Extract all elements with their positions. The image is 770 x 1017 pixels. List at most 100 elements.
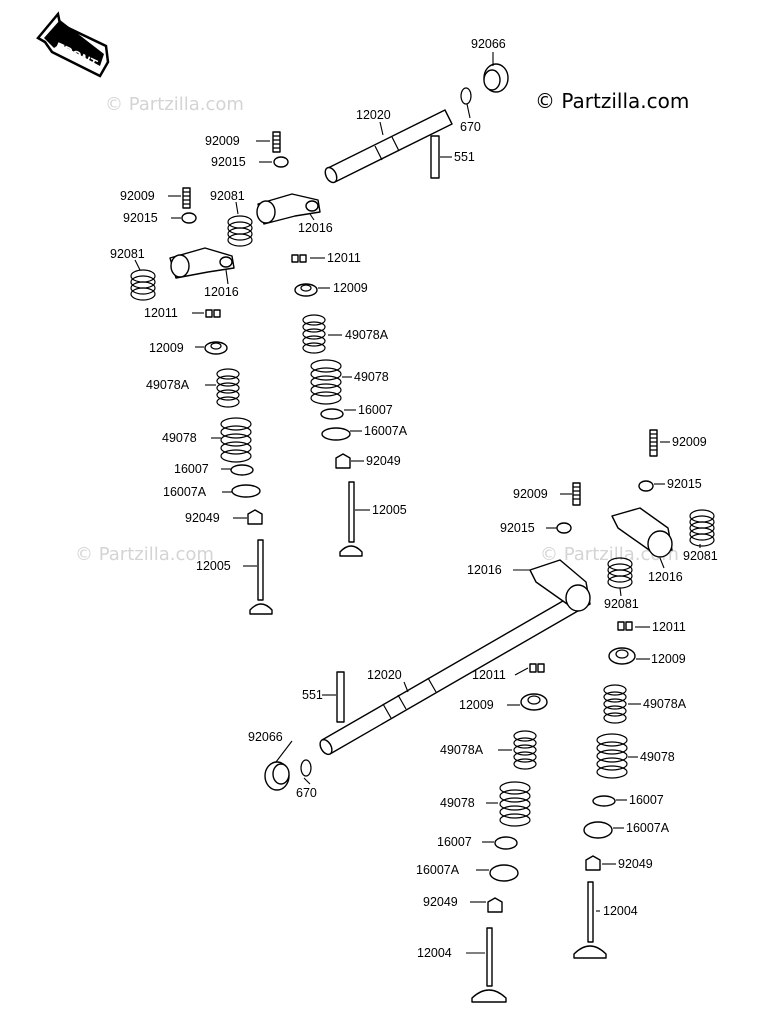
callout-12009: 12009 — [651, 652, 686, 666]
spring-seat-16007A-c — [583, 821, 613, 839]
callout-12005: 12005 — [196, 559, 231, 573]
o-ring-670-lower — [300, 759, 312, 777]
callout-551: 551 — [454, 150, 475, 164]
nut-92015-b — [181, 212, 197, 224]
watermark-text: © Partzilla.com — [540, 544, 679, 565]
callout-16007A: 16007A — [163, 485, 207, 499]
callout-12009: 12009 — [149, 341, 184, 355]
nut-92015-d — [556, 522, 572, 534]
callout-49078A: 49078A — [643, 697, 687, 711]
callout-16007: 16007 — [437, 835, 472, 849]
cotter-key-12011-d — [529, 663, 545, 673]
spring-seat-16007A-b — [231, 484, 261, 498]
callout-16007: 16007 — [629, 793, 664, 807]
spring-seat-16007-c — [592, 795, 616, 807]
callout-12020: 12020 — [356, 108, 391, 122]
spring-seat-16007A-d — [489, 864, 519, 882]
retainer-12009-a — [294, 283, 318, 297]
callout-92049: 92049 — [185, 511, 220, 525]
outer-spring-49078-b — [220, 417, 252, 463]
nut-92015-c — [638, 480, 654, 492]
rocker-arm-12016-a — [256, 193, 321, 225]
callout-49078: 49078 — [354, 370, 389, 384]
callout-12016: 12016 — [467, 563, 502, 577]
spring-seat-16007-a — [320, 408, 344, 420]
callout-12016: 12016 — [204, 285, 239, 299]
callout-92049: 92049 — [423, 895, 458, 909]
o-ring-670-upper — [460, 87, 472, 105]
callout-labels: 92066 670 12020 551 92009 92015 92009 92… — [110, 37, 718, 960]
inner-spring-49078A-d — [513, 730, 537, 770]
rocker-shaft-lower — [319, 589, 591, 756]
copyright-text: © Partzilla.com — [535, 89, 689, 113]
spring-92081-b — [130, 269, 156, 301]
callout-12020: 12020 — [367, 668, 402, 682]
valve-12005-a — [339, 481, 363, 557]
rocker-shaft-upper — [324, 109, 453, 184]
callout-92015: 92015 — [500, 521, 535, 535]
inner-spring-49078A-c — [603, 684, 627, 724]
callout-92081: 92081 — [110, 247, 145, 261]
spring-seat-16007-d — [494, 836, 518, 850]
callout-49078A: 49078A — [146, 378, 190, 392]
callout-49078: 49078 — [640, 750, 675, 764]
callout-16007: 16007 — [358, 403, 393, 417]
adjusting-screw-92009-a — [272, 131, 281, 153]
callout-49078A: 49078A — [440, 743, 484, 757]
callout-92015: 92015 — [667, 477, 702, 491]
callout-92049: 92049 — [618, 857, 653, 871]
callout-92015: 92015 — [123, 211, 158, 225]
callout-92081: 92081 — [604, 597, 639, 611]
adjusting-screw-92009-c — [649, 429, 658, 457]
callout-12011: 12011 — [327, 251, 361, 265]
callout-92009: 92009 — [513, 487, 548, 501]
valve-seal-92049-a — [335, 453, 351, 469]
callout-16007A: 16007A — [416, 863, 460, 877]
callout-92066: 92066 — [248, 730, 283, 744]
callout-12004: 12004 — [603, 904, 638, 918]
inner-spring-49078A-a — [302, 314, 326, 354]
callout-12009: 12009 — [459, 698, 494, 712]
cotter-key-12011-a — [291, 254, 307, 263]
plug-92066-lower — [264, 761, 290, 791]
spring-92081-a — [227, 215, 253, 247]
rocker-arm-12016-b — [169, 247, 235, 279]
spring-seat-16007-b — [230, 464, 254, 476]
callout-12011: 12011 — [472, 668, 506, 682]
valve-seal-92049-c — [585, 855, 601, 871]
callout-49078: 49078 — [440, 796, 475, 810]
callout-12016: 12016 — [648, 570, 683, 584]
callout-12005: 12005 — [372, 503, 407, 517]
valve-12004-a — [573, 881, 607, 959]
callout-92009: 92009 — [205, 134, 240, 148]
front-arrow-icon: FRONT — [36, 11, 110, 78]
callout-49078: 49078 — [162, 431, 197, 445]
watermark-text: © Partzilla.com — [75, 544, 214, 565]
callout-92009: 92009 — [672, 435, 707, 449]
outer-spring-49078-c — [596, 733, 628, 779]
cotter-key-12011-b — [205, 309, 221, 318]
adjusting-screw-92009-b — [182, 187, 191, 209]
callout-12004: 12004 — [417, 946, 452, 960]
callout-92066: 92066 — [471, 37, 506, 51]
pin-551-upper — [430, 135, 440, 179]
retainer-12009-d — [520, 693, 548, 711]
plug-92066-upper — [483, 63, 509, 93]
callout-670: 670 — [460, 120, 481, 134]
inner-spring-49078A-b — [216, 368, 240, 408]
watermark-text: © Partzilla.com — [105, 94, 244, 115]
callout-92081: 92081 — [683, 549, 718, 563]
retainer-12009-c — [608, 647, 636, 665]
valve-12004-b — [471, 927, 507, 1003]
callout-16007A: 16007A — [364, 424, 408, 438]
callout-92081: 92081 — [210, 189, 245, 203]
callout-92049: 92049 — [366, 454, 401, 468]
callout-12009: 12009 — [333, 281, 368, 295]
cotter-key-12011-c — [617, 621, 633, 631]
nut-92015-a — [273, 156, 289, 168]
callout-12016: 12016 — [298, 221, 333, 235]
valve-seal-92049-b — [247, 509, 263, 525]
adjusting-screw-92009-d — [572, 482, 581, 506]
callout-92009: 92009 — [120, 189, 155, 203]
